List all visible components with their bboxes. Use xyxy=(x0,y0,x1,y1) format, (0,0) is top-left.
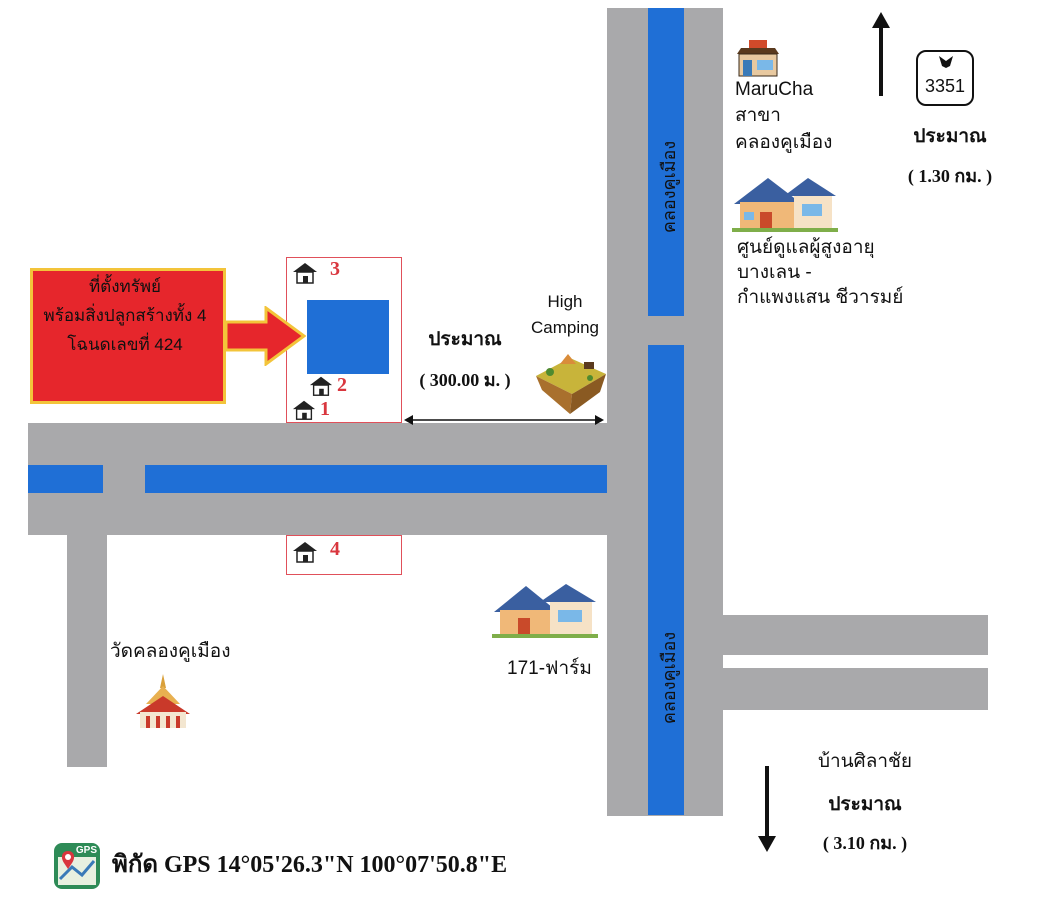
canal-label-south: คลองคูเมือง xyxy=(659,631,679,725)
distance-label: ประมาณ xyxy=(428,329,502,350)
highway-distance-value: ( 1.30 กม. ) xyxy=(907,166,993,186)
gps-app-icon: GPS xyxy=(54,843,100,889)
road-east-lower xyxy=(723,668,988,710)
marucha-line2: สาขา xyxy=(735,105,781,126)
callout-arrow-icon xyxy=(224,306,306,366)
house-icon xyxy=(732,178,838,232)
canal-label-north: คลองคูเมือง xyxy=(659,140,679,234)
canal-vertical-south xyxy=(648,345,684,815)
elderly-line1: ศูนย์ดูแลผู้สูงอายุ xyxy=(737,237,875,258)
canal-horizontal-west xyxy=(28,465,103,493)
temple-icon xyxy=(136,674,190,728)
marucha-line1: MaruCha xyxy=(735,79,814,100)
marucha-line3: คลองคูเมือง xyxy=(735,132,833,153)
plot-number-2: 2 xyxy=(337,374,347,396)
plot-number-1: 1 xyxy=(320,398,330,420)
high-camping-line2: Camping xyxy=(530,318,600,337)
house-icon xyxy=(293,263,317,284)
distance-value: ( 300.00 ม. ) xyxy=(419,370,511,390)
silachai-distance-label: ประมาณ xyxy=(828,794,902,815)
high-camping-line1: High xyxy=(547,292,583,311)
property-square xyxy=(307,300,389,374)
highway-distance-label: ประมาณ xyxy=(913,126,987,147)
callout-line-3: โฉนดเลขที่ 424 xyxy=(67,335,183,354)
plot-boundary-south xyxy=(286,535,402,575)
house-icon xyxy=(309,376,333,396)
camping-island-icon xyxy=(536,354,606,414)
elderly-line2: บางเลน - xyxy=(737,262,812,283)
elderly-line3: กำแพงแสน ชีวารมย์ xyxy=(737,287,904,308)
distance-arrow-icon xyxy=(404,415,604,425)
gps-badge: GPS xyxy=(75,845,97,856)
gps-coordinates: พิกัด GPS 14°05'26.3"N 100°07'50.8"E xyxy=(112,852,508,878)
highway-shield: 3351 xyxy=(916,50,974,106)
map-pin-icon xyxy=(58,851,96,885)
canal-horizontal-main xyxy=(145,465,607,493)
canal-vertical-north xyxy=(648,8,684,316)
farm-label: 171-ฟาร์ม xyxy=(507,658,592,679)
highway-number: 3351 xyxy=(924,76,966,96)
road-west-vertical xyxy=(67,535,107,767)
callout-line-1: ที่ตั้งทรัพย์ xyxy=(88,277,162,296)
house-icon xyxy=(293,542,317,563)
south-arrow-icon xyxy=(758,766,776,852)
house-icon xyxy=(292,400,316,420)
silachai-name: บ้านศิลาชัย xyxy=(817,751,913,772)
road-east-upper xyxy=(723,615,988,655)
callout-line-2: พร้อมสิ่งปลูกสร้างทั้ง 4 xyxy=(43,306,207,325)
north-arrow-icon xyxy=(872,12,890,96)
highway-emblem-icon xyxy=(939,56,953,68)
silachai-distance-value: ( 3.10 กม. ) xyxy=(822,833,908,853)
plot-number-3: 3 xyxy=(330,258,340,280)
shop-icon xyxy=(737,40,779,77)
property-callout-text: ที่ตั้งทรัพย์ พร้อมสิ่งปลูกสร้างทั้ง 4 โ… xyxy=(30,272,220,359)
temple-label: วัดคลองคูเมือง xyxy=(110,641,231,662)
house-icon xyxy=(492,584,598,638)
plot-number-4: 4 xyxy=(330,538,340,560)
